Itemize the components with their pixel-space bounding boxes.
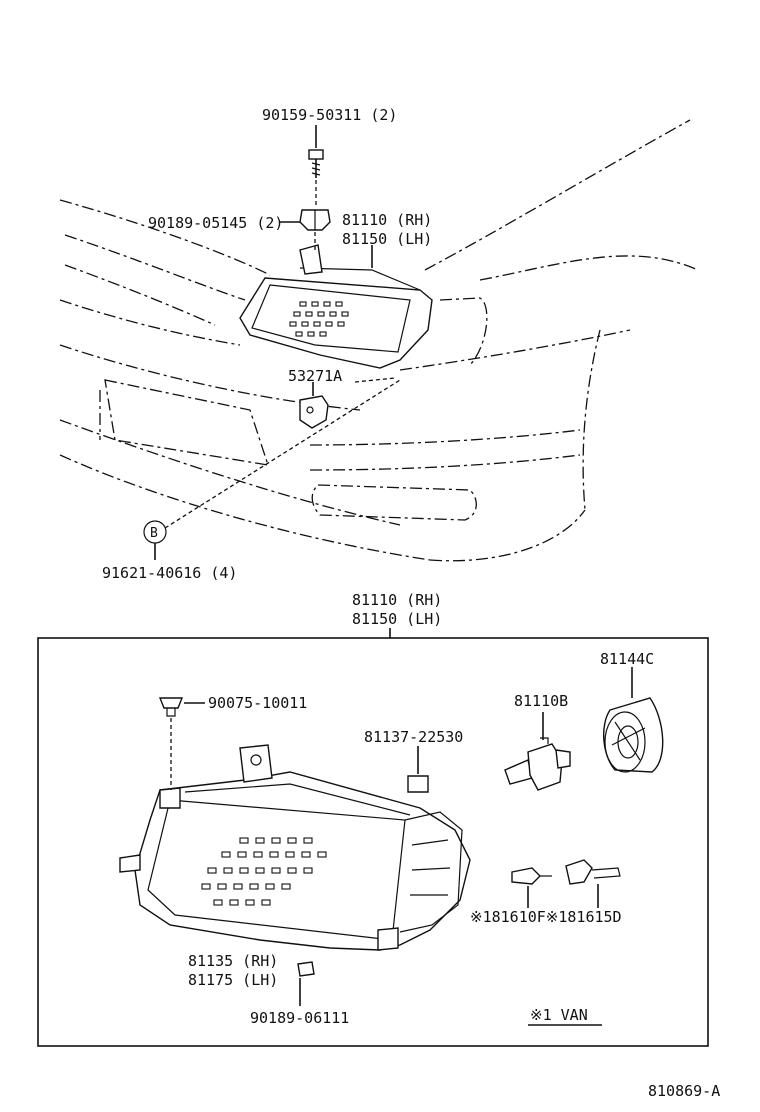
clip-icon [299, 209, 331, 231]
screw-icon [308, 149, 324, 178]
screw-icon [297, 961, 315, 977]
headlamp-icon [119, 744, 471, 951]
callout-lens-rh: 81135 (RH) [188, 952, 278, 970]
callout-clip-90075: 90075-10011 [208, 694, 307, 712]
headlamp-assembly-upper [239, 244, 433, 369]
callout-screw-90189-06111: 90189-06111 [250, 1009, 349, 1027]
wedge-bulb-icon [565, 859, 621, 885]
callout-screw-91621: 91621-40616 (4) [102, 564, 237, 582]
clip-icon [158, 697, 184, 717]
parts-box [37, 637, 709, 1047]
reference-b-label: B [150, 526, 158, 541]
vehicle-body-outline [59, 119, 699, 562]
bracket-icon [299, 395, 329, 429]
headlamp-lens-pattern-upper [289, 301, 349, 337]
callout-lens-lh: 81175 (LH) [188, 971, 278, 989]
bulb-icon [504, 737, 571, 791]
box-title-rh: 81110 (RH) [352, 591, 442, 609]
headlamp-lens-pattern [201, 837, 327, 906]
callout-clip-81137: 81137-22530 [364, 728, 463, 746]
drawing-number: 810869-A [648, 1082, 720, 1100]
callout-bulbs-18161: ※181610F※181615D [470, 908, 622, 926]
clip-icon [407, 775, 429, 793]
note-van: ※1 VAN [530, 1006, 588, 1024]
wedge-bulb-icon [511, 867, 552, 885]
callout-unit-top-lh: 81150 (LH) [342, 230, 432, 248]
callout-bulb-81110b: 81110B [514, 692, 568, 710]
callout-socket-cover: 81144C [600, 650, 654, 668]
callout-unit-top-rh: 81110 (RH) [342, 211, 432, 229]
box-title-lh: 81150 (LH) [352, 610, 442, 628]
callout-bracket-53271: 53271A [288, 367, 342, 385]
socket-cover-icon [602, 697, 664, 773]
callout-screw-90159: 90159-50311 (2) [262, 106, 397, 124]
callout-nut-90189: 90189-05145 (2) [148, 214, 283, 232]
